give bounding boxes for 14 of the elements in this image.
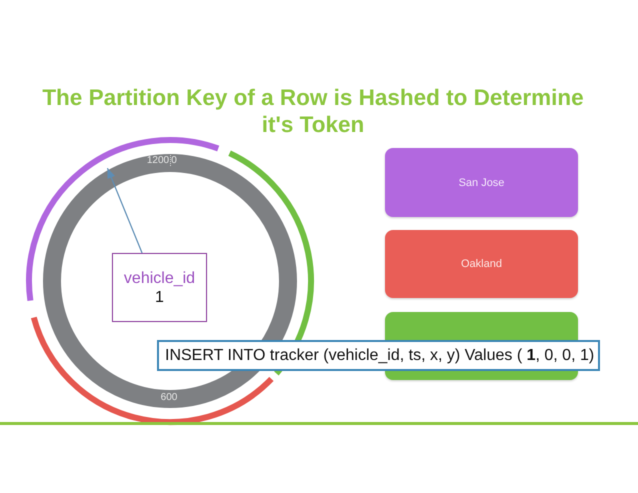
token-label: 0 (171, 156, 177, 166)
query-text: INSERT INTO tracker (vehicle_id, ts, x, y) Values ( 1, 0, 0, 1) (165, 346, 594, 364)
token-label: 600 (160, 393, 178, 403)
column-name: vehicle_id (124, 268, 196, 288)
region-card (385, 230, 578, 298)
arrow (106, 168, 143, 254)
region-card (385, 148, 578, 217)
token-label: 1200 (146, 156, 170, 166)
key-box (112, 253, 207, 322)
slide-title: The Partition Key of a Row is Hashed to Determine it's Token (41, 84, 585, 138)
column-value: 1 (155, 288, 164, 306)
card-label: San Jose (458, 176, 504, 188)
query-overlay (157, 340, 600, 371)
card-label: Oakland (461, 258, 502, 270)
